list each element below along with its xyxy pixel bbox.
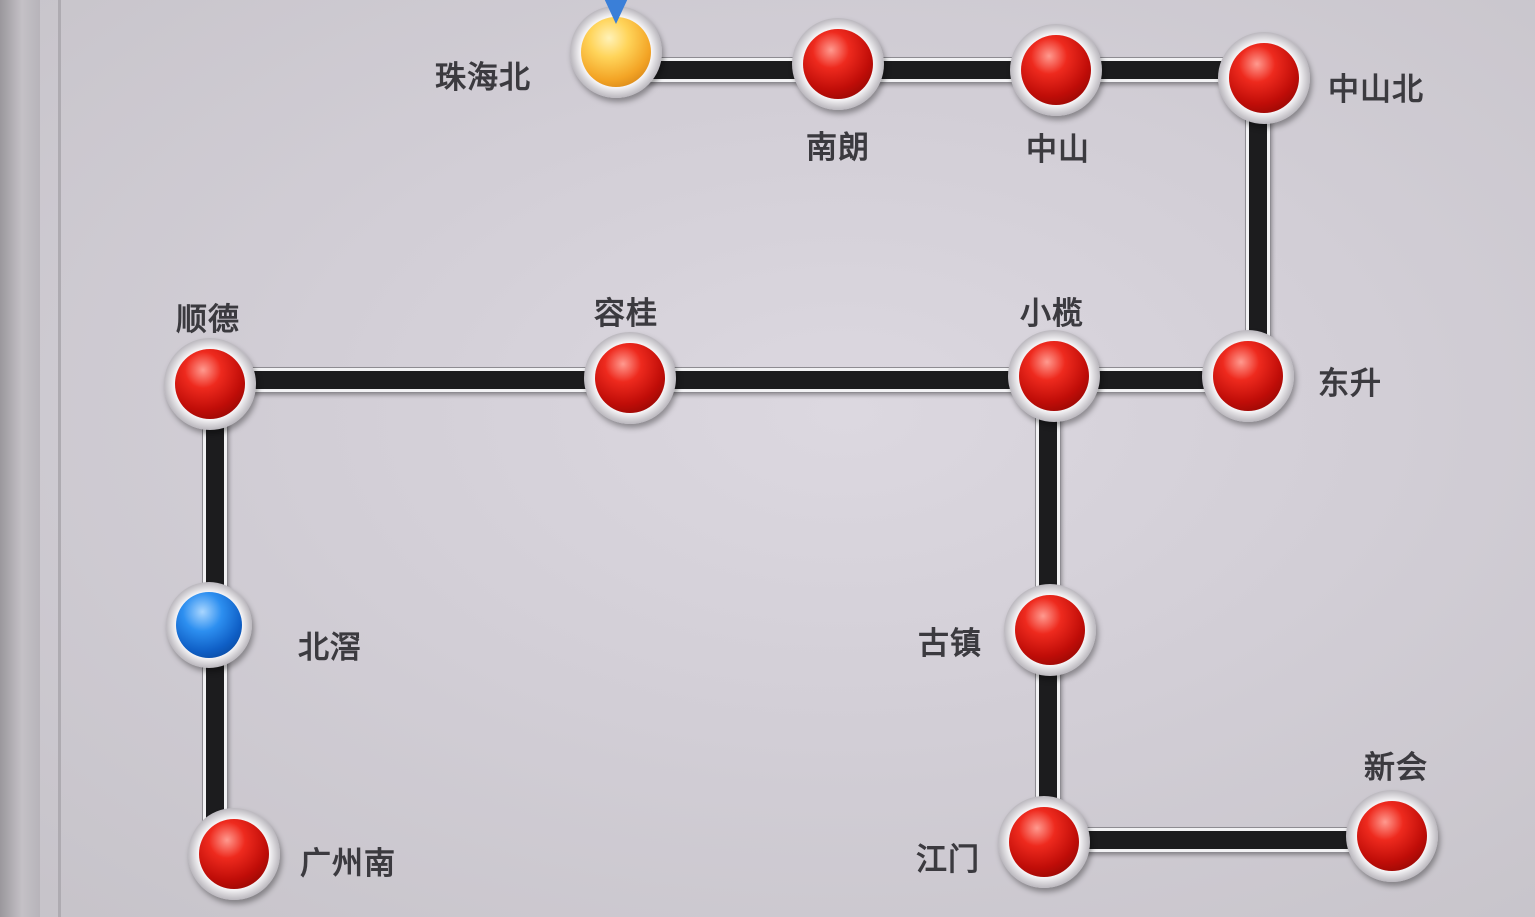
track-jiangmen-to-xinhui [1044, 828, 1398, 852]
station-shunde[interactable] [164, 338, 256, 430]
station-label-zhongshan: 中山 [1026, 132, 1090, 168]
station-indicator [1213, 341, 1283, 411]
station-beijiao[interactable] [166, 582, 252, 668]
station-nanlang[interactable] [792, 18, 884, 110]
station-label-guzhen: 古镇 [918, 626, 982, 662]
station-label-guangzhou-south: 广州南 [300, 846, 396, 882]
station-guangzhou-south[interactable] [188, 808, 280, 900]
station-guzhen[interactable] [1004, 584, 1096, 676]
station-indicator [1009, 807, 1079, 877]
station-label-beijiao: 北滘 [298, 630, 362, 666]
track-zhuhai-north-to-zhongshan-north [612, 58, 1270, 82]
station-indicator [1021, 35, 1091, 105]
station-zhongshan-north[interactable] [1218, 32, 1310, 124]
station-xiaolan[interactable] [1008, 330, 1100, 422]
station-indicator [803, 29, 873, 99]
station-label-zhongshan-north: 中山北 [1328, 72, 1424, 108]
station-dongsheng[interactable] [1202, 330, 1294, 422]
station-label-xiaolan: 小榄 [1020, 296, 1084, 332]
station-indicator [199, 819, 269, 889]
monitor-bezel [0, 0, 40, 917]
station-indicator [1357, 801, 1427, 871]
station-label-zhuhai-north: 珠海北 [435, 60, 531, 96]
station-zhongshan[interactable] [1010, 24, 1102, 116]
station-label-ronggui: 容桂 [594, 296, 658, 332]
station-indicator [595, 343, 665, 413]
station-label-dongsheng: 东升 [1318, 366, 1382, 402]
station-indicator-current [581, 17, 651, 87]
station-indicator [1015, 595, 1085, 665]
station-label-shunde: 顺德 [176, 302, 240, 338]
station-indicator [176, 592, 242, 658]
station-label-nanlang: 南朗 [806, 130, 870, 166]
location-pin-icon [602, 0, 630, 24]
station-jiangmen[interactable] [998, 796, 1090, 888]
station-label-jiangmen: 江门 [916, 842, 980, 878]
station-indicator [1019, 341, 1089, 411]
screen-edge-line [58, 0, 61, 917]
station-xinhui[interactable] [1346, 790, 1438, 882]
station-indicator [175, 349, 245, 419]
station-ronggui[interactable] [584, 332, 676, 424]
station-label-xinhui: 新会 [1364, 750, 1428, 786]
station-indicator [1229, 43, 1299, 113]
